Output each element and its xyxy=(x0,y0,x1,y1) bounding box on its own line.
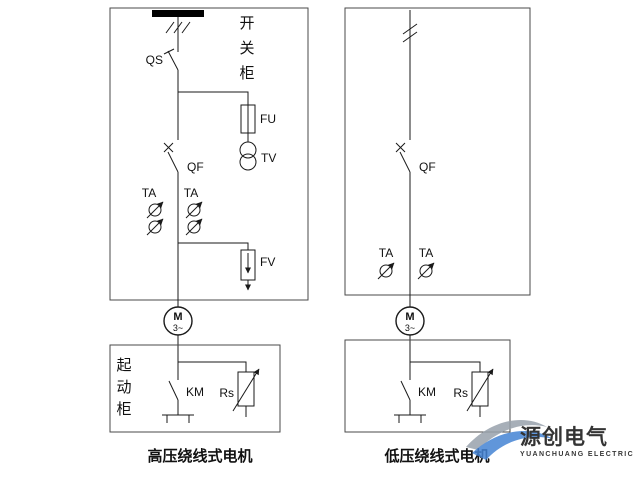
fv-label: FV xyxy=(260,255,275,269)
rs-resistor-symbol-right xyxy=(410,361,494,417)
rs-label-right: Rs xyxy=(453,386,468,400)
ct-circle xyxy=(379,264,393,278)
rs-label-left: Rs xyxy=(219,386,234,400)
ta-label-right-column: TA xyxy=(184,186,198,200)
ct-circle xyxy=(187,203,201,217)
ct-circle xyxy=(419,264,433,278)
fu-label: FU xyxy=(260,112,276,126)
km-blade xyxy=(400,380,411,401)
motor-phases-left: 3~ xyxy=(173,323,183,333)
qf-breaker-symbol-right xyxy=(395,142,411,173)
qf-contact-x xyxy=(163,142,174,153)
ct-arrow xyxy=(377,262,395,280)
switchgear-cabinet-box xyxy=(109,7,309,301)
ta-ct-symbols-left xyxy=(146,201,203,236)
ta-label-right-right: TA xyxy=(419,246,433,260)
qf-label-right: QF xyxy=(419,160,436,174)
ct-arrow xyxy=(146,201,164,219)
rs-variable-arrow xyxy=(466,368,494,412)
km-shorting-link xyxy=(394,414,426,423)
switchgear-cabinet-label-char3: 柜 xyxy=(239,65,254,82)
watermark-logo: 源创电气 YUANCHUANG ELECTRIC xyxy=(466,419,634,460)
right-caption: 低压绕线式电机 xyxy=(383,447,489,465)
motor-circle xyxy=(163,306,193,336)
km-contactor-symbol-left xyxy=(162,380,194,423)
rs-resistor-symbol-left xyxy=(178,361,260,417)
qs-disconnector-symbol xyxy=(163,48,179,71)
ct-arrow xyxy=(146,218,164,236)
motor-letter-right: M xyxy=(405,311,414,323)
switchgear-cabinet-label-char2: 关 xyxy=(239,40,254,57)
tv-label: TV xyxy=(261,151,276,165)
voltage-transformer-tv-circle1 xyxy=(239,141,257,159)
qf-blade xyxy=(399,151,411,173)
km-contactor-symbol-right xyxy=(394,380,426,423)
logo-swoosh-gray xyxy=(466,419,547,450)
motor-symbol-right: M 3~ xyxy=(395,306,425,336)
starter-cabinet-label-char2: 动 xyxy=(116,379,131,396)
ct-arrow xyxy=(185,201,203,219)
motor-circle xyxy=(395,306,425,336)
ct-arrow xyxy=(185,218,203,236)
busbar-bar xyxy=(152,10,204,17)
rs-branch-line xyxy=(410,361,481,417)
fu-branch-line xyxy=(178,91,249,142)
left-diagram: 开 关 柜 QS FU TV QF TA TA xyxy=(109,7,309,465)
ta-label-left-column: TA xyxy=(142,186,156,200)
qf-breaker-symbol-left xyxy=(163,142,179,173)
qs-blade xyxy=(163,48,179,71)
switchgear-cabinet-label-char1: 开 xyxy=(239,15,254,32)
rs-variable-arrow xyxy=(232,368,260,412)
voltage-transformer-tv-circle2 xyxy=(239,153,257,171)
qf-contact-x xyxy=(395,142,406,153)
starter-cabinet-box xyxy=(109,344,281,433)
qf-label-left: QF xyxy=(187,160,204,174)
starter-cabinet-label-char3: 柜 xyxy=(116,401,131,418)
ct-circle xyxy=(148,220,162,234)
fuse-fu-symbol xyxy=(240,104,256,134)
ct-circle xyxy=(187,220,201,234)
left-caption: 高压绕线式电机 xyxy=(147,447,252,465)
logo-swoosh-blue xyxy=(472,430,553,460)
motor-symbol-left: M 3~ xyxy=(163,306,193,336)
ta-label-right-left: TA xyxy=(379,246,393,260)
km-blade xyxy=(168,380,179,401)
km-label-right: KM xyxy=(418,385,436,399)
motor-phases-right: 3~ xyxy=(405,323,415,333)
watermark-brand-cn: 源创电气 xyxy=(520,425,608,449)
fv-branch-line xyxy=(178,242,249,250)
starter-cabinet-label-char1: 起 xyxy=(116,357,131,374)
right-upper-box xyxy=(344,7,531,296)
ct-circle xyxy=(148,203,162,217)
motor-letter-left: M xyxy=(173,311,182,323)
rs-resistor-box xyxy=(471,371,489,407)
ta-ct-symbols-right xyxy=(377,262,435,280)
right-lower-box xyxy=(344,339,511,433)
ct-arrow xyxy=(417,262,435,280)
fu-tv-branch xyxy=(178,91,257,171)
km-shorting-link xyxy=(162,414,194,423)
rs-branch-line xyxy=(178,361,247,417)
rs-resistor-box xyxy=(237,371,255,407)
right-diagram: QF TA TA M 3~ KM Rs xyxy=(344,7,531,465)
incoming-line-break-marks xyxy=(402,23,418,43)
fv-arrester-branch xyxy=(178,242,256,291)
qs-label: QS xyxy=(146,53,163,67)
qf-blade xyxy=(167,151,179,173)
km-label-left: KM xyxy=(186,385,204,399)
watermark-brand-en: YUANCHUANG ELECTRIC xyxy=(520,451,634,458)
